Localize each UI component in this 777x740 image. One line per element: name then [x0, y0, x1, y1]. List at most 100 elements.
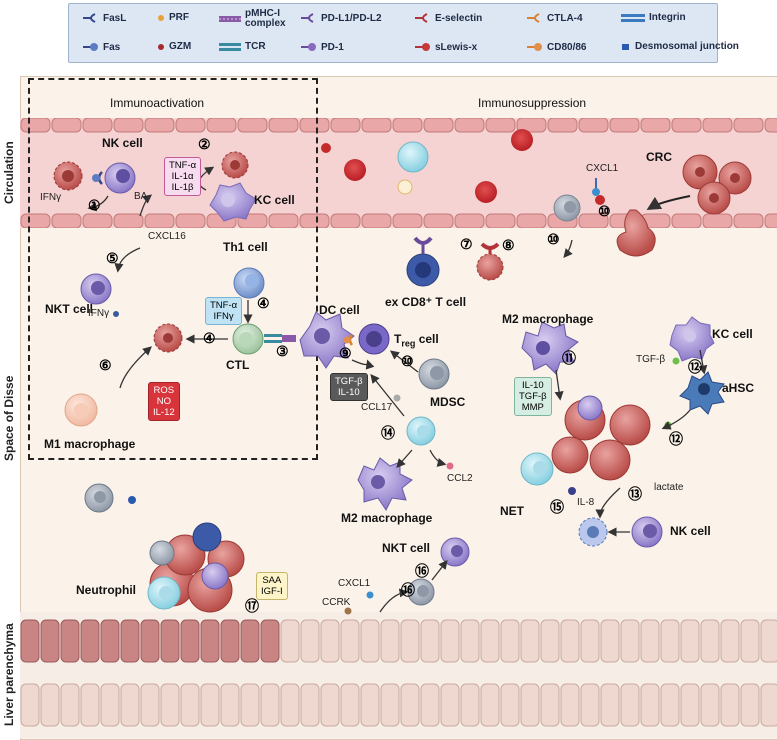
- tile: [500, 683, 520, 727]
- tile: [700, 619, 720, 663]
- tile: [420, 683, 440, 727]
- tile: [120, 683, 140, 727]
- tile: [80, 683, 100, 727]
- ex-cd8-t-cell: [406, 236, 440, 287]
- ccl17-dot: [393, 394, 401, 402]
- legend-label-prf: PRF: [169, 12, 189, 23]
- pdl1-icon: [301, 13, 314, 23]
- eselectin-icon: [415, 13, 428, 23]
- legend-item-fasl: FasL: [83, 12, 126, 24]
- tile: [580, 619, 600, 663]
- tile: [82, 213, 113, 228]
- legend-item-prf: PRF: [157, 12, 189, 23]
- tile: [140, 619, 160, 663]
- step-15: ⑮: [550, 499, 564, 515]
- tile: [180, 619, 200, 663]
- tile: [671, 118, 702, 133]
- step-12a: ⑫: [688, 359, 702, 375]
- label-mdsc: MDSC: [430, 395, 466, 409]
- label-treg-cell: Treg cell: [394, 332, 439, 348]
- legend-item-integrin: Integrin: [621, 12, 686, 23]
- red-blood-cells: [321, 129, 605, 205]
- tile: [300, 683, 320, 727]
- tumor-with-pdl1: [476, 242, 504, 281]
- step-16a: ⑯: [401, 582, 415, 598]
- tile: [460, 619, 480, 663]
- tile: [361, 118, 392, 133]
- ctl-cell: [232, 323, 296, 355]
- tile: [380, 683, 400, 727]
- tile: [260, 619, 280, 663]
- step-10c: ⑩: [401, 353, 414, 369]
- tile: [51, 118, 82, 133]
- label-th1-cell: Th1 cell: [223, 240, 268, 254]
- box-line: SAA: [262, 575, 282, 586]
- prf-icon: [158, 14, 164, 21]
- tile: [520, 683, 540, 727]
- tumor-cell-activation: [153, 323, 183, 353]
- pd1-icon: [301, 43, 316, 51]
- legend-label-pd1: PD-1: [321, 41, 344, 53]
- m2-macrophage-mid-cell: [357, 457, 413, 511]
- gzm-icon: [158, 43, 164, 50]
- legend-item-ctla4: CTLA-4: [527, 12, 583, 24]
- ahsc-cell: [679, 371, 725, 415]
- tile: [760, 683, 777, 727]
- tile: [520, 619, 540, 663]
- box-line: IL-10: [521, 380, 544, 391]
- tgfb-dot-right: [672, 357, 680, 365]
- tile: [280, 683, 300, 727]
- tumor-cluster-right: [551, 395, 651, 481]
- legend-item-tcr: TCR: [219, 41, 266, 52]
- dying-cell-right: [578, 517, 608, 547]
- desmosome-icon: [622, 43, 629, 50]
- tile: [40, 619, 60, 663]
- tile: [733, 213, 764, 228]
- ctla4-icon: [527, 13, 540, 23]
- nk-cell-right: [631, 516, 663, 548]
- tile: [299, 213, 330, 228]
- label-il8: IL-8: [577, 497, 595, 508]
- tile: [240, 683, 260, 727]
- legend-label-fas: Fas: [103, 41, 121, 53]
- tile: [764, 213, 777, 228]
- tile: [144, 213, 175, 228]
- tile: [480, 683, 500, 727]
- kc-cell-right: [669, 316, 715, 362]
- box-line: ROS: [153, 385, 175, 396]
- legend-label-cd8086: CD80/86: [547, 41, 587, 53]
- legend-panel: FasL PRF pMHC-I complex PD-L1/PD-L2 E-se…: [68, 3, 739, 63]
- step-5: ⑤: [106, 250, 119, 266]
- m1-macrophage-cell: [64, 393, 98, 427]
- tile: [361, 213, 392, 228]
- legend-label-gzm: GZM: [169, 41, 192, 52]
- tile: [80, 619, 100, 663]
- legend-item-desmosome: Desmosomal junction: [621, 41, 739, 52]
- tile: [220, 683, 240, 727]
- legend-item-cd8086: CD80/86: [527, 41, 586, 53]
- integrin-icon: [621, 13, 645, 22]
- label-nk-cell-top: NK cell: [102, 136, 143, 150]
- box-line: MMP: [521, 402, 544, 413]
- tile: [82, 118, 113, 133]
- step-11: ⑪: [562, 350, 576, 366]
- legend-label-integrin: Integrin: [649, 12, 686, 23]
- tile: [400, 619, 420, 663]
- tile: [580, 683, 600, 727]
- legend-item-pdl1: PD-L1/PD-L2: [301, 12, 382, 24]
- legend-label-desmosome: Desmosomal junction: [635, 41, 739, 52]
- fasl-icon: [83, 13, 96, 23]
- tile: [360, 683, 380, 727]
- tile: [420, 619, 440, 663]
- cxcl1-top-dot: [592, 188, 600, 196]
- tile: [200, 619, 220, 663]
- tcr-icon: [219, 42, 241, 51]
- treg-suffix: cell: [415, 332, 439, 346]
- neutrophil-cell: [147, 576, 181, 610]
- tile: [237, 118, 268, 133]
- ccrk-dot: [344, 607, 352, 615]
- tile: [60, 683, 80, 727]
- tile: [460, 683, 480, 727]
- tile: [680, 619, 700, 663]
